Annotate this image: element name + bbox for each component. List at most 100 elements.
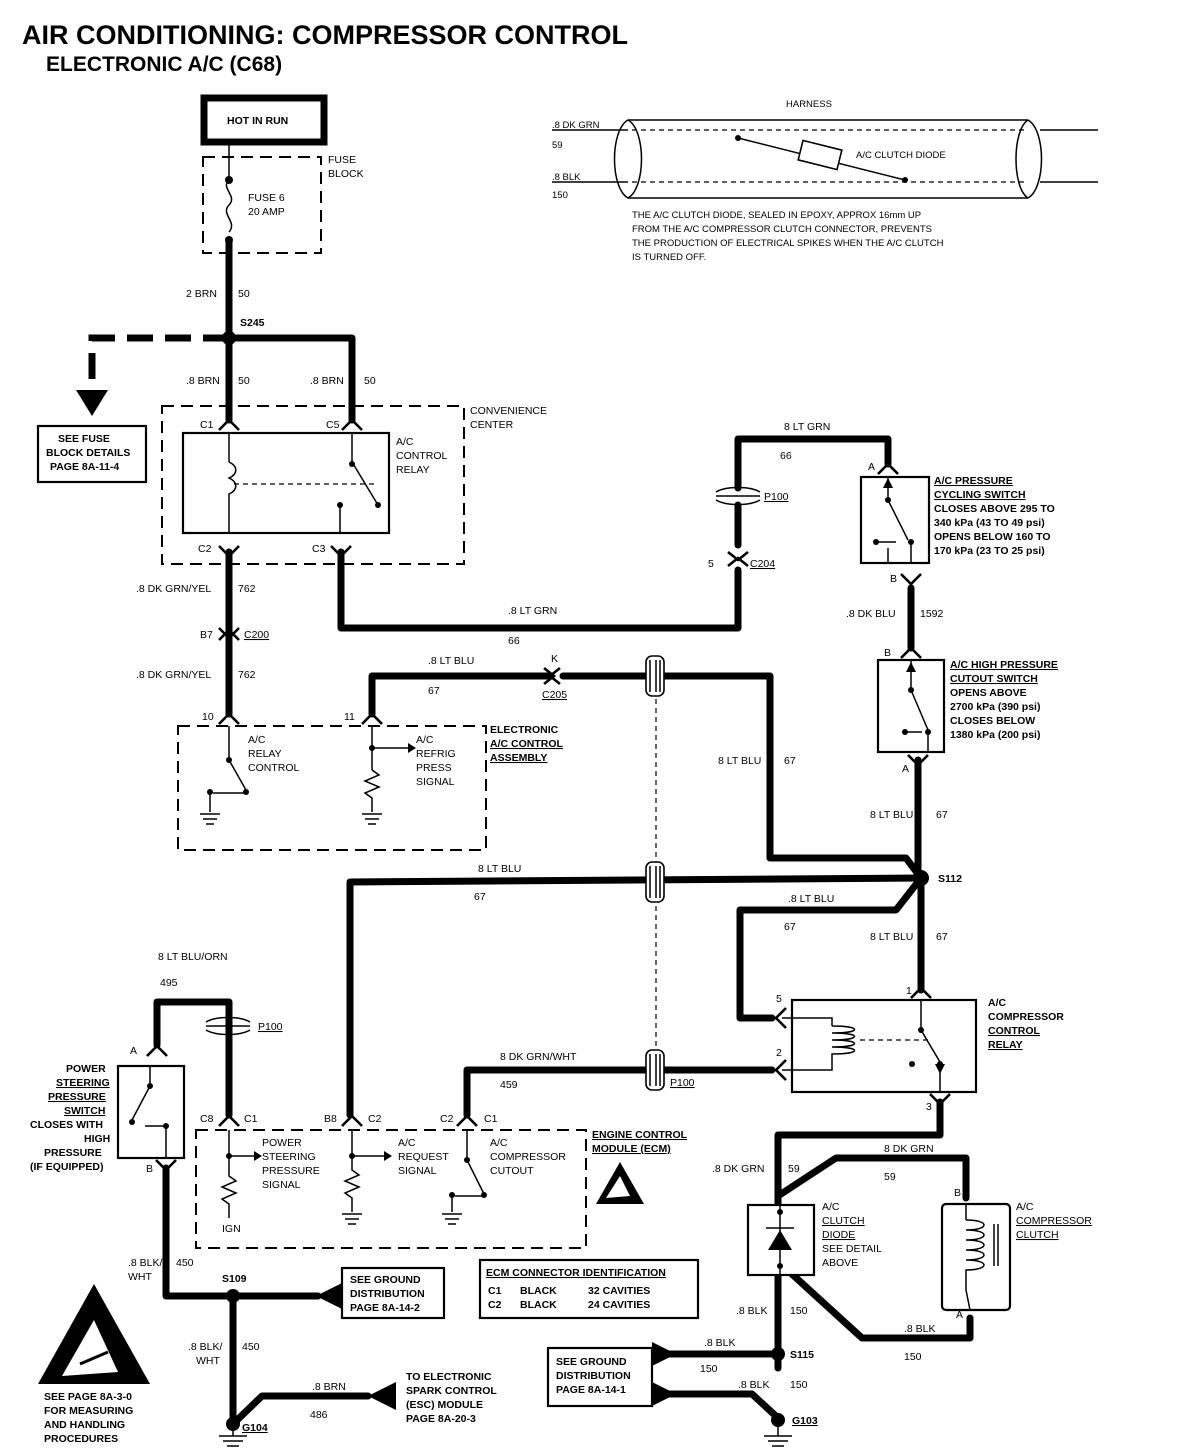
- svg-text:C1: C1: [484, 1113, 498, 1125]
- svg-text:20 AMP: 20 AMP: [248, 206, 285, 218]
- svg-text:CONTROL: CONTROL: [396, 450, 447, 462]
- svg-text:P100: P100: [258, 1021, 283, 1033]
- svg-text:8 DK GRN/WHT: 8 DK GRN/WHT: [500, 1051, 577, 1063]
- svg-text:SWITCH: SWITCH: [64, 1105, 105, 1117]
- svg-text:8 LT BLU: 8 LT BLU: [718, 755, 761, 767]
- p100-pass-through: P100: [645, 655, 695, 1091]
- splice-s115: [771, 1347, 785, 1361]
- svg-text:59: 59: [552, 140, 563, 151]
- svg-text:C1: C1: [488, 1285, 502, 1297]
- svg-text:RELAY: RELAY: [248, 748, 282, 760]
- arrow-right-icon: [652, 1342, 676, 1366]
- svg-text:495: 495: [160, 977, 178, 989]
- relay-coil-icon: [831, 1025, 855, 1060]
- svg-text:.8 LT BLU: .8 LT BLU: [788, 893, 834, 905]
- arrow-left-icon: [368, 1382, 396, 1410]
- svg-text:2700 kPa (390 psi): 2700 kPa (390 psi): [950, 701, 1040, 713]
- ac-pressure-cycling-switch: A/C PRESSURE CYCLING SWITCH CLOSES ABOVE…: [859, 475, 1055, 565]
- esd-handling-warning: SEE PAGE 8A-3-0 FOR MEASURING AND HANDLI…: [38, 1284, 150, 1445]
- svg-text:PAGE 8A-14-1: PAGE 8A-14-1: [556, 1384, 626, 1396]
- svg-text:G104: G104: [242, 1422, 268, 1434]
- ground-g104: G104: [219, 1417, 268, 1447]
- svg-text:C3: C3: [312, 543, 326, 555]
- svg-text:8 DK GRN: 8 DK GRN: [884, 1143, 934, 1155]
- connector-pcs-a: [877, 462, 899, 475]
- svg-text:.8 LT GRN: .8 LT GRN: [508, 605, 557, 617]
- svg-text:150: 150: [904, 1351, 922, 1363]
- electronic-ac-control-assembly: ELECTRONIC A/C CONTROL ASSEMBLY A/C RELA…: [177, 724, 563, 851]
- svg-text:32 CAVITIES: 32 CAVITIES: [588, 1285, 650, 1297]
- svg-text:C2: C2: [488, 1299, 502, 1311]
- svg-text:2: 2: [776, 1047, 782, 1059]
- hot-in-run-label: HOT IN RUN: [227, 115, 288, 127]
- svg-text:SEE GROUND: SEE GROUND: [556, 1356, 627, 1368]
- svg-text:OPENS BELOW 160 TO: OPENS BELOW 160 TO: [934, 531, 1051, 543]
- svg-text:150: 150: [790, 1305, 808, 1317]
- svg-text:P100: P100: [670, 1077, 695, 1089]
- relay-coil-icon: [227, 461, 237, 500]
- connector-p100-lower: P100: [205, 1016, 283, 1036]
- svg-text:67: 67: [474, 891, 486, 903]
- svg-text:450: 450: [176, 1257, 194, 1269]
- connector-c3: [330, 545, 352, 558]
- ac-compressor-control-relay: A/C COMPRESSOR CONTROL RELAY: [782, 997, 1064, 1094]
- convenience-center: CONVENIENCE CENTER A/C CONTROL RELAY: [161, 405, 547, 565]
- svg-text:THE PRODUCTION OF ELECTRICAL S: THE PRODUCTION OF ELECTRICAL SPIKES WHEN…: [632, 238, 944, 249]
- svg-text:MODULE (ECM): MODULE (ECM): [592, 1143, 671, 1155]
- svg-text:IS TURNED OFF.: IS TURNED OFF.: [632, 252, 706, 263]
- svg-text:A: A: [130, 1045, 137, 1057]
- svg-text:SIGNAL: SIGNAL: [262, 1179, 301, 1191]
- svg-text:A/C: A/C: [248, 734, 266, 746]
- connector-pss-a: [146, 1044, 168, 1057]
- svg-text:66: 66: [508, 635, 520, 647]
- svg-text:.8 BLK: .8 BLK: [904, 1323, 936, 1335]
- svg-text:BLOCK DETAILS: BLOCK DETAILS: [46, 447, 130, 459]
- connector-hpc-a: [907, 754, 929, 767]
- svg-text:B: B: [954, 1187, 961, 1199]
- svg-text:3: 3: [926, 1101, 932, 1113]
- svg-text:8 LT BLU: 8 LT BLU: [478, 863, 521, 875]
- svg-text:TO ELECTRONIC: TO ELECTRONIC: [406, 1371, 492, 1383]
- connector-pcs-b: [900, 573, 922, 586]
- svg-text:8 LT GRN: 8 LT GRN: [784, 421, 830, 433]
- connector-ccr-1: [910, 986, 932, 999]
- svg-text:POWER: POWER: [262, 1137, 302, 1149]
- svg-text:C2: C2: [368, 1113, 382, 1125]
- connector-pss-b: [155, 1159, 177, 1172]
- ground-g103: G103: [764, 1413, 818, 1447]
- svg-text:SIGNAL: SIGNAL: [416, 776, 455, 788]
- svg-text:.8 BRN: .8 BRN: [186, 375, 220, 387]
- svg-text:PAGE 8A-11-4: PAGE 8A-11-4: [50, 461, 119, 473]
- wire-labels: 2 BRN 50 S245 .8 BRN 50 .8 BRN 50 .8 DK …: [128, 288, 962, 1421]
- connector-ecm-c2: [456, 1114, 478, 1127]
- svg-text:C2: C2: [440, 1113, 454, 1125]
- svg-text:PRESSURE: PRESSURE: [262, 1165, 320, 1177]
- svg-text:170 kPa (23 TO 25 psi): 170 kPa (23 TO 25 psi): [934, 545, 1045, 557]
- splice-s245: [222, 331, 236, 345]
- connector-p100-upper: P100: [715, 486, 789, 506]
- svg-text:2 BRN: 2 BRN: [186, 288, 217, 300]
- connector-c204: [727, 550, 749, 568]
- svg-text:340 kPa (43 TO 49 psi): 340 kPa (43 TO 49 psi): [934, 517, 1045, 529]
- svg-text:67: 67: [428, 685, 440, 697]
- svg-text:A: A: [956, 1309, 963, 1321]
- connector-b8: [341, 1114, 363, 1127]
- splice-label: S115: [790, 1349, 814, 1361]
- see-fuse-block-box: SEE FUSE BLOCK DETAILS PAGE 8A-11-4: [36, 424, 148, 484]
- ecm-connector-id-box: ECM CONNECTOR IDENTIFICATION C1 BLACK 32…: [478, 1258, 700, 1320]
- resistor-icon: [363, 769, 381, 812]
- connector-c2: [218, 545, 240, 558]
- svg-text:8 LT BLU/ORN: 8 LT BLU/ORN: [158, 951, 228, 963]
- svg-text:B: B: [884, 647, 891, 659]
- svg-text:A/C CONTROL: A/C CONTROL: [490, 738, 563, 750]
- svg-text:C5: C5: [326, 419, 340, 431]
- diode-icon: [768, 1230, 792, 1250]
- svg-text:CLOSES ABOVE 295 TO: CLOSES ABOVE 295 TO: [934, 503, 1055, 515]
- splice-label: S109: [222, 1273, 247, 1285]
- svg-text:IGN: IGN: [222, 1223, 241, 1235]
- svg-text:A/C: A/C: [416, 734, 434, 746]
- arrow-left-icon: [316, 1282, 344, 1310]
- svg-text:.8 LT BLU: .8 LT BLU: [428, 655, 474, 667]
- svg-text:A/C: A/C: [988, 997, 1007, 1009]
- svg-text:11: 11: [344, 711, 355, 723]
